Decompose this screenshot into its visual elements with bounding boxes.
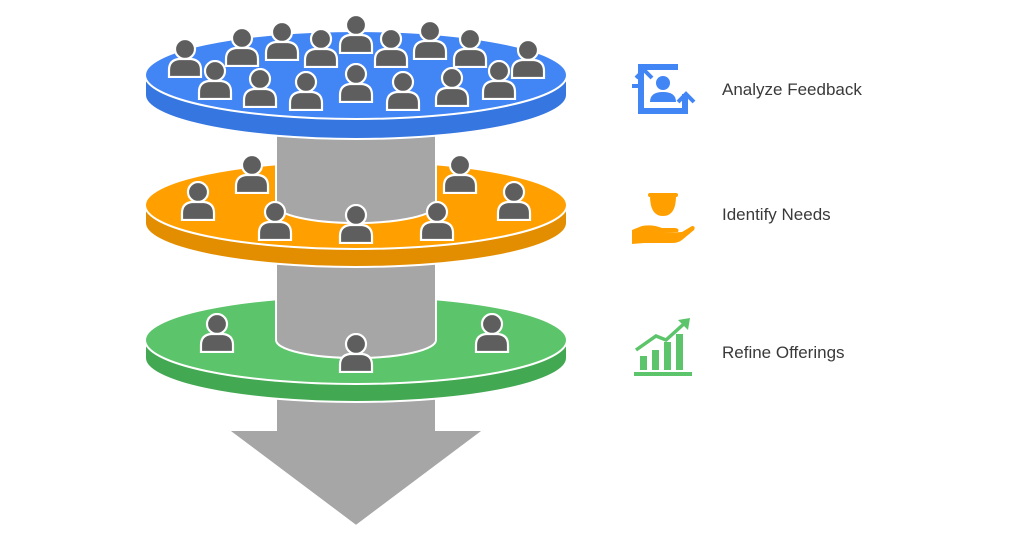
- stage-label-refine-offerings: Refine Offerings: [722, 343, 845, 362]
- hand-with-bowl-icon: [632, 193, 695, 244]
- feedback-analysis-icon: [632, 64, 696, 114]
- down-arrow: [225, 397, 487, 528]
- growth-chart-icon: [634, 318, 692, 376]
- stage-label-analyze-feedback: Analyze Feedback: [722, 80, 862, 99]
- stage-label-identify-needs: Identify Needs: [722, 205, 831, 224]
